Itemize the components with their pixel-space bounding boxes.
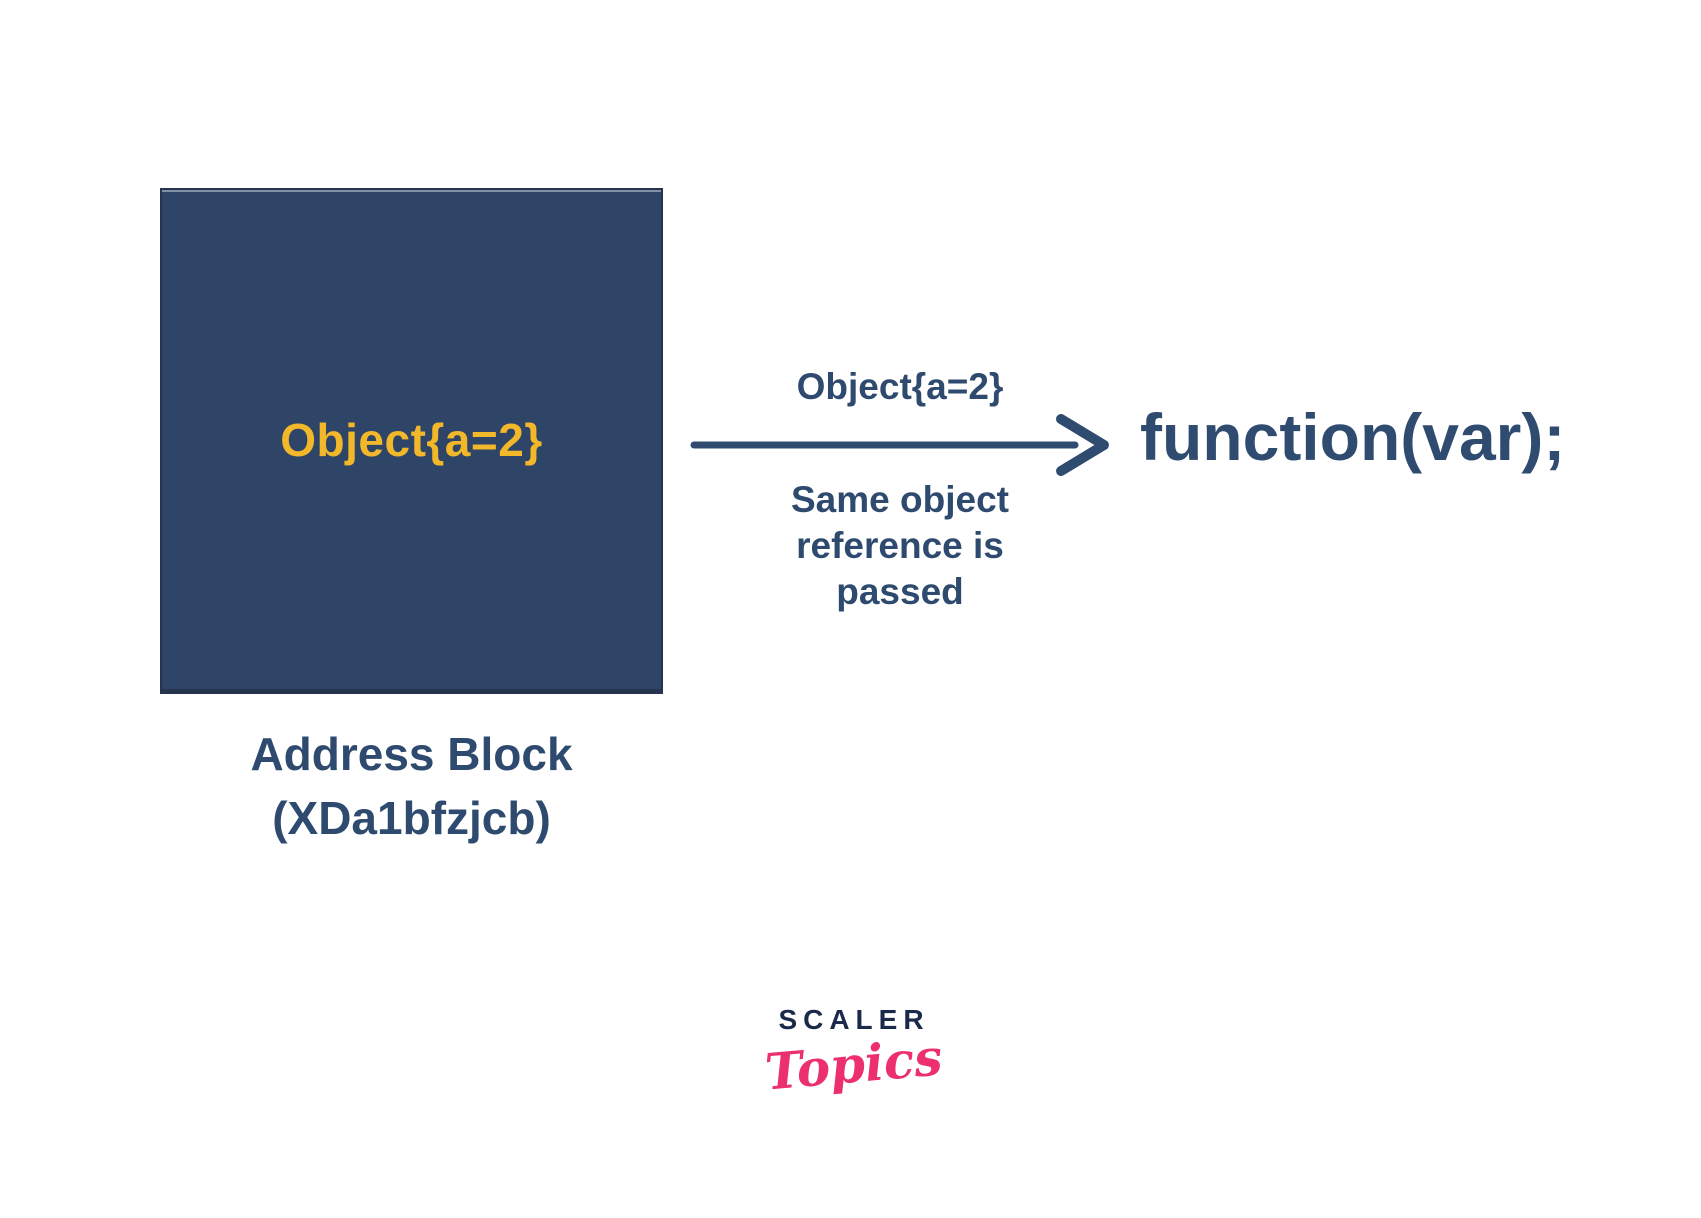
arrow-bottom-label: Same object reference is passed bbox=[710, 477, 1090, 615]
arrow-head-icon bbox=[1056, 414, 1109, 476]
function-call-label: function(var); bbox=[1140, 400, 1566, 474]
address-block-caption: Address Block (XDa1bfzjcb) bbox=[135, 722, 688, 850]
address-block: Object{a=2} bbox=[160, 188, 663, 694]
scaler-topics-logo: SCALER Topics bbox=[704, 1004, 1004, 1102]
topics-wordmark: Topics bbox=[763, 1027, 945, 1102]
arrow-bottom-label-line1: Same object bbox=[791, 479, 1009, 520]
arrow-bottom-label-line3: passed bbox=[836, 571, 964, 612]
arrow-top-label: Object{a=2} bbox=[796, 366, 1004, 407]
arrow-bottom-label-line2: reference is bbox=[796, 525, 1004, 566]
reference-arrow bbox=[690, 414, 1109, 476]
address-block-caption-address: (XDa1bfzjcb) bbox=[272, 792, 551, 844]
object-value-label: Object{a=2} bbox=[280, 413, 543, 466]
address-block-caption-title: Address Block bbox=[250, 728, 573, 780]
scaler-wordmark: SCALER bbox=[778, 1004, 930, 1035]
